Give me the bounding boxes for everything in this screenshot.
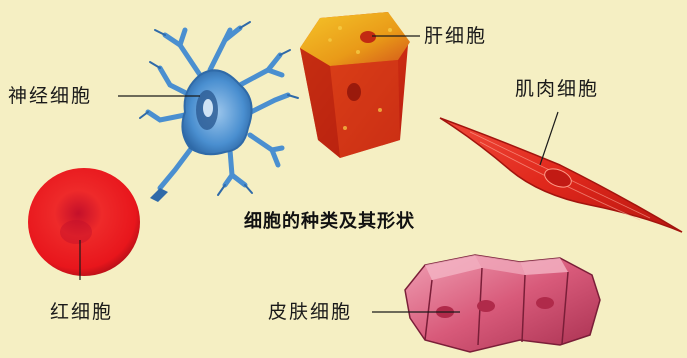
nerve-cell-illustration <box>139 21 299 202</box>
liver-cell-label: 肝细胞 <box>424 25 488 47</box>
muscle-cell-label: 肌肉细胞 <box>515 78 600 100</box>
skin-cell-label: 皮肤细胞 <box>268 301 353 323</box>
muscle-cell-illustration <box>439 117 683 233</box>
skin-cells-illustration <box>404 254 601 353</box>
red-blood-cell-illustration <box>28 168 140 276</box>
diagram-caption: 细胞的种类及其形状 <box>244 211 415 232</box>
leader-lines <box>79 35 559 313</box>
muscle-leader-line <box>539 111 559 166</box>
nerve-cell-label: 神经细胞 <box>8 85 93 107</box>
red-blood-cell-label: 红细胞 <box>50 301 114 323</box>
liver-cell-illustration <box>300 12 410 158</box>
